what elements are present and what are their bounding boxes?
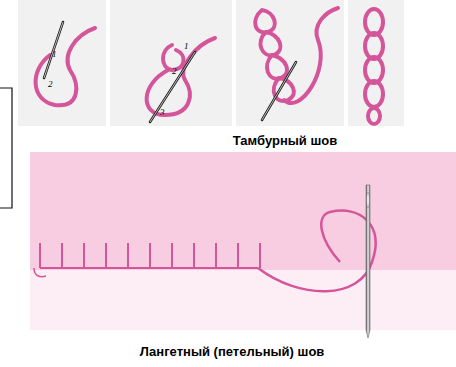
fabric xyxy=(30,152,456,270)
panel xyxy=(110,0,232,126)
callout-number: 2 xyxy=(172,67,177,76)
fabric xyxy=(30,270,456,330)
bracket xyxy=(0,88,12,208)
callout-number: 2 xyxy=(48,80,53,89)
blanket-stitches xyxy=(34,243,260,277)
callout-number: 1 xyxy=(52,50,57,59)
needle xyxy=(44,22,296,122)
needle xyxy=(366,185,370,338)
panel xyxy=(348,0,404,126)
callout-number: 3 xyxy=(160,108,165,117)
callout-number: 1 xyxy=(184,42,189,51)
panel xyxy=(236,0,344,126)
caption: Тамбурный шов xyxy=(233,134,337,147)
thread xyxy=(258,211,376,292)
caption: Лангетный (петельный) шов xyxy=(140,345,325,358)
thread xyxy=(36,8,383,124)
panel xyxy=(18,0,106,126)
